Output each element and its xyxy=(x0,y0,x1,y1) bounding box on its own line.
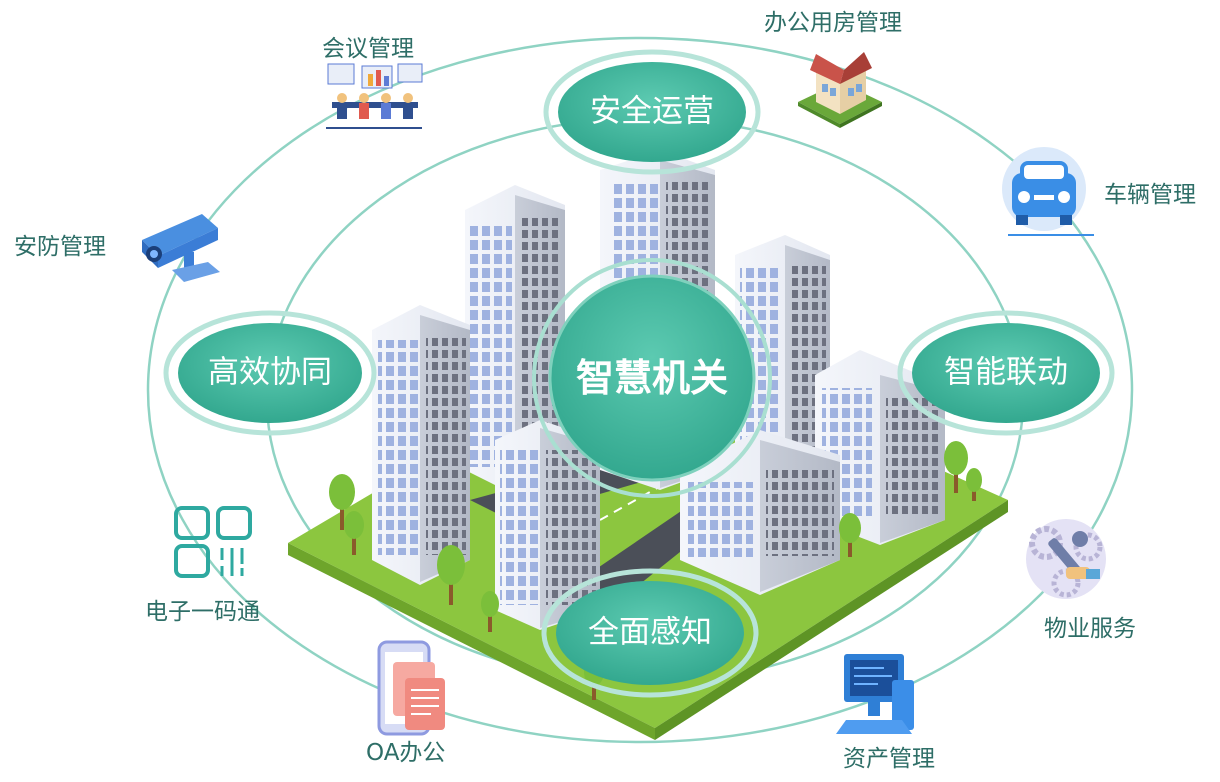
security-camera-icon xyxy=(142,214,220,282)
pillar-circle-right xyxy=(897,310,1115,436)
house-icon xyxy=(798,52,882,128)
pillar-circle-left xyxy=(163,310,377,436)
module-asset-label: 资产管理 xyxy=(843,746,935,772)
computer-icon xyxy=(836,654,914,734)
module-security-label: 安防管理 xyxy=(14,234,106,260)
module-vehicle-label: 车辆管理 xyxy=(1104,182,1196,208)
mobile-document-icon xyxy=(377,640,445,736)
module-code-label: 电子一码通 xyxy=(145,599,260,625)
module-office-housing-label: 办公用房管理 xyxy=(764,10,902,36)
car-icon xyxy=(1002,147,1094,236)
pillar-circle-top xyxy=(543,49,761,175)
center-title: 智慧机关 xyxy=(575,356,729,400)
module-meeting-label: 会议管理 xyxy=(322,36,414,62)
pillar-circle-bottom xyxy=(541,568,759,698)
center-circle xyxy=(532,258,772,498)
pillar-top-label: 安全运营 xyxy=(590,93,714,130)
pillar-bottom-label: 全面感知 xyxy=(588,614,712,651)
module-oa-label: OA办公 xyxy=(366,740,446,766)
trees xyxy=(329,441,982,700)
wrench-gear-icon xyxy=(1026,519,1106,599)
module-property-label: 物业服务 xyxy=(1044,616,1136,642)
qr-code-icon xyxy=(174,506,252,578)
pillar-right-label: 智能联动 xyxy=(944,354,1068,391)
meeting-illustration-icon xyxy=(326,63,423,129)
pillar-left-label: 高效协同 xyxy=(208,354,332,391)
